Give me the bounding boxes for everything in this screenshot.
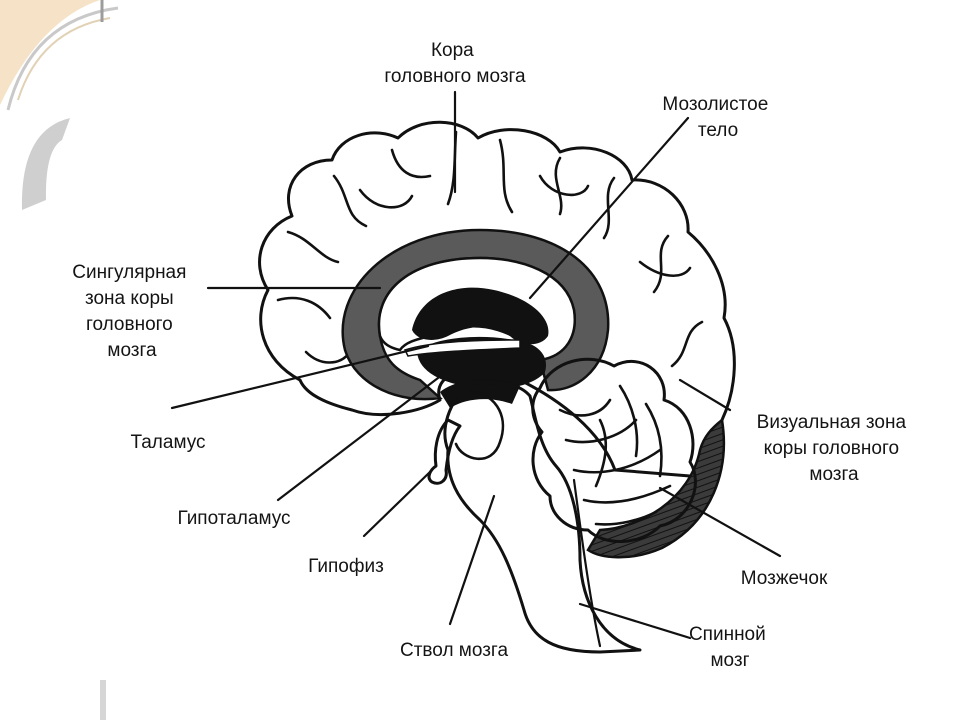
label-cingulate: Сингулярная зона коры головного мозга	[72, 262, 191, 361]
cerebellum-rim	[586, 417, 726, 559]
label-cortex: Кора головного мозга	[384, 40, 526, 87]
thalamus-strip	[403, 339, 521, 357]
spinal-cord-edge	[572, 478, 602, 648]
brainstem-curve	[454, 388, 505, 461]
label-cerebellum: Мозжечок	[741, 568, 828, 589]
label-visual-cortex: Визуальная зона коры головного мозга	[757, 412, 912, 485]
brainstem	[443, 381, 642, 654]
label-spinal-cord: Спинной мозг	[689, 624, 771, 671]
pituitary	[427, 418, 462, 485]
label-thalamus: Таламус	[130, 432, 205, 453]
ventricle	[412, 287, 549, 345]
label-corpus-callosum: Мозолистое тело	[662, 94, 773, 141]
label-hypothalamus: Гипоталамус	[177, 508, 290, 529]
leader-lines	[170, 90, 782, 640]
label-pituitary: Гипофиз	[308, 556, 384, 577]
slide-decoration	[0, 0, 119, 720]
label-brainstem: Ствол мозга	[400, 640, 508, 661]
cerebellum	[531, 357, 697, 543]
slide-divider	[100, 680, 106, 720]
